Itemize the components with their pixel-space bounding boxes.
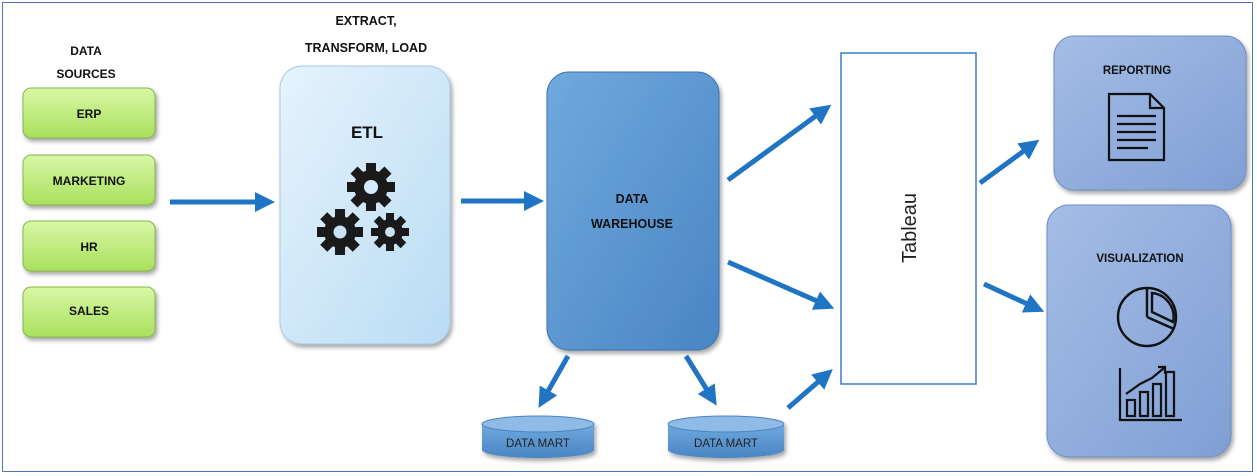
source-erp: [22, 87, 156, 139]
tableau-label: Tableau: [899, 193, 921, 263]
arrow-warehouse-to-tableau-2: [726, 259, 835, 310]
flow-arrows: [170, 104, 1045, 410]
data-sources-title-line1: DATA: [70, 44, 102, 58]
data-mart-2-label: DATA MART: [694, 438, 758, 450]
visualization-label: VISUALIZATION: [1096, 253, 1183, 265]
tableau-box: [840, 52, 977, 385]
source-marketing-label: MARKETING: [53, 174, 126, 188]
arrow-tableau-to-visualization: [982, 281, 1045, 313]
data-sources-title: DATA SOURCES: [56, 44, 115, 81]
warehouse-label-line1: DATA: [616, 192, 649, 206]
data-mart-2: [667, 415, 785, 458]
etl-header-line2: TRANSFORM, LOAD: [305, 41, 427, 55]
source-sales-label: SALES: [69, 304, 109, 318]
warehouse-label-line2: WAREHOUSE: [591, 217, 673, 231]
data-sources-title-line2: SOURCES: [56, 67, 115, 81]
arrow-warehouse-to-tableau-1: [726, 104, 832, 183]
source-erp-label: ERP: [77, 107, 102, 121]
source-sales: [22, 286, 156, 338]
bar-chart-icon: [1118, 365, 1182, 422]
etl-label: ETL: [351, 123, 383, 142]
arrow-warehouse-to-mart-1: [538, 354, 571, 408]
pie-chart-icon: [1116, 286, 1178, 348]
data-mart-1: [481, 415, 595, 458]
visualization-box: [1046, 204, 1232, 458]
reporting-box: [1053, 35, 1247, 191]
arrow-warehouse-to-mart-2: [683, 354, 717, 406]
etl-header-line1: EXTRACT,: [335, 14, 396, 28]
arrow-tableau-to-reporting: [978, 139, 1040, 186]
source-marketing: [22, 154, 156, 206]
data-mart-1-label: DATA MART: [506, 438, 570, 450]
document-icon: [1107, 92, 1166, 162]
source-hr-label: HR: [80, 240, 98, 254]
reporting-label: REPORTING: [1103, 65, 1171, 77]
etl-box: [279, 65, 451, 345]
source-hr: [22, 220, 156, 272]
gears-icon: [317, 163, 409, 255]
data-warehouse-box: [546, 71, 720, 351]
arrow-mart-to-tableau: [786, 369, 833, 410]
